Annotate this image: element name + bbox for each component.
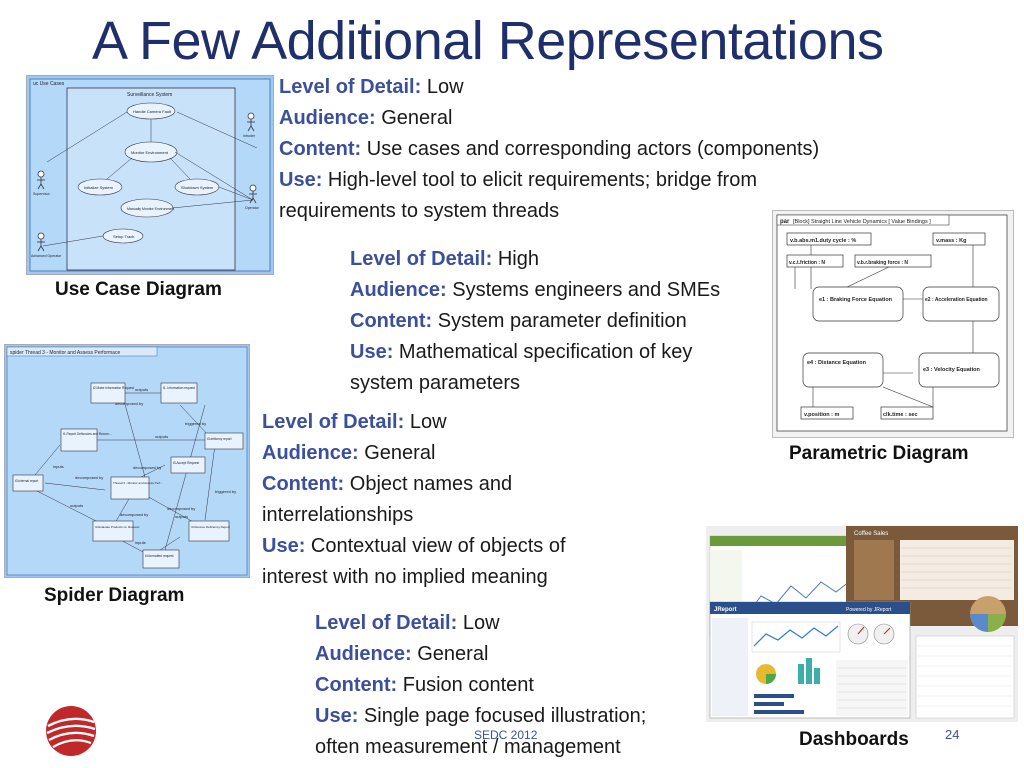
svg-text:v.position : m: v.position : m [804, 412, 839, 418]
par-port: v.position : m [800, 406, 854, 420]
spider-diagram: spider Thread 3 - Monitor and Assess Per… [4, 344, 250, 578]
spider-edge-label: decomposed by [75, 475, 103, 480]
spider-node: t2.Make Information Request [90, 382, 134, 404]
dashboards-image: Coffee Sales JReport Powered by JReport [706, 526, 1018, 722]
spider-node: t3.Evaluate Products vs. Request [92, 520, 140, 542]
svg-text:t3.Receive Deficiency Report: t3.Receive Deficiency Report [191, 525, 230, 529]
spider-node: t4.formatted request [142, 549, 180, 569]
spider-description: Level of Detail: Low Audience: General C… [262, 411, 566, 588]
svg-text:Shutdown System: Shutdown System [181, 185, 214, 190]
svg-text:t3.deficncy report: t3.deficncy report [207, 437, 232, 441]
dashboards-caption: Dashboards [799, 729, 909, 750]
svg-text:Manually Monitor Environment: Manually Monitor Environment [127, 207, 174, 211]
spider-edge-label: inputs [53, 464, 64, 469]
parametric-diagram: par [Block] Straight Line Vehicle Dynami… [772, 210, 1014, 438]
svg-text:Advanced Operator: Advanced Operator [31, 254, 62, 258]
spider-edge-label: triggered by [215, 489, 236, 494]
spider-header: spider Thread 3 - Monitor and Assess Per… [10, 350, 120, 356]
par-constraint: e1 : Braking Force Equation [812, 286, 904, 322]
use-case-caption: Use Case Diagram [55, 279, 222, 300]
par-port: clk.time : sec [880, 406, 934, 420]
svg-text:Setup Track: Setup Track [113, 234, 134, 239]
spider-node: Thread 3 - Monitor and Assess Perf... [110, 476, 163, 500]
par-header-kw: par [780, 219, 790, 225]
uc-actor [37, 232, 45, 252]
uc-actor [247, 112, 255, 132]
svg-text:v.mass : Kg: v.mass : Kg [936, 238, 966, 244]
par-port: v.b.abs.m1.duty cycle : % [786, 232, 872, 246]
parametric-description: Level of Detail: High Audience: Systems … [350, 248, 721, 394]
spider-edge-label: decomposed by [167, 506, 195, 511]
svg-text:Initialize System: Initialize System [84, 185, 114, 190]
footer-label: SEDC 2012 [474, 728, 538, 742]
spider-node: t1. Information request [160, 382, 198, 404]
svg-text:t4.formatted request: t4.formatted request [145, 554, 174, 558]
svg-text:Handle Camera Fault: Handle Camera Fault [133, 109, 172, 114]
company-logo [44, 704, 98, 758]
use-case-description: Level of Detail: Low Audience: General C… [279, 76, 820, 222]
spider-edge-label: triggered by [185, 421, 206, 426]
spider-edge-label: outputs [175, 514, 188, 519]
svg-text:Operator: Operator [245, 206, 260, 210]
parametric-caption: Parametric Diagram [789, 443, 969, 464]
svg-text:clk.time : sec: clk.time : sec [883, 412, 918, 418]
uc-boundary-label: Surveillance System [127, 92, 172, 98]
dashboard-brand2: JReport [714, 607, 737, 613]
par-constraint: e3 : Velocity Equation [918, 352, 1000, 388]
svg-text:Monitor Environment: Monitor Environment [131, 150, 169, 155]
svg-text:t3.internal report: t3.internal report [15, 479, 38, 483]
svg-text:Intruder: Intruder [243, 134, 256, 138]
spider-edge-label: outputs [135, 387, 148, 392]
svg-text:t2.Make Information Request: t2.Make Information Request [93, 386, 134, 390]
par-header: [Block] Straight Line Vehicle Dynamics [… [793, 219, 931, 225]
uc-actor [249, 184, 257, 204]
dashboards-description: Level of Detail: Low Audience: General C… [315, 612, 647, 758]
svg-text:t1.Report Deficncies and Recom: t1.Report Deficncies and Recom... [63, 432, 112, 436]
slide-title: A Few Additional Representations [92, 11, 884, 71]
spider-node: t3.internal report [12, 474, 44, 492]
use-case-diagram: uc Use Cases Surveillance System Handle … [26, 75, 274, 275]
uc-actor [37, 170, 45, 190]
dashboard-brand1: Coffee Sales [854, 531, 888, 537]
svg-text:e1 : Braking Force Equation: e1 : Braking Force Equation [819, 297, 893, 303]
par-port: v.mass : Kg [932, 232, 986, 246]
spider-node: t1.Report Deficncies and Recom... [60, 428, 112, 452]
svg-text:v.b.r.braking force : N: v.b.r.braking force : N [857, 260, 908, 266]
spider-edge-label: inputs [135, 540, 146, 545]
spider-edge-label: outputs [70, 503, 83, 508]
par-port: v.c.t.friction : N [786, 254, 844, 268]
spider-node: t3.Accept Request [170, 456, 206, 474]
uc-use-case [77, 178, 123, 196]
spider-edge-label: decomposed by [133, 465, 161, 470]
svg-text:e3 : Velocity Equation: e3 : Velocity Equation [923, 367, 980, 373]
svg-text:v.c.t.friction : N: v.c.t.friction : N [789, 260, 825, 266]
spider-edge-label: decomposed by [115, 401, 143, 406]
par-constraint: e4 : Distance Equation [802, 352, 884, 388]
svg-text:e2 : Acceleration Equation: e2 : Acceleration Equation [925, 297, 988, 303]
spider-edge-label: decomposed by [120, 512, 148, 517]
par-port: v.b.r.braking force : N [854, 254, 932, 268]
spider-caption: Spider Diagram [44, 585, 185, 606]
svg-text:t1. Information request: t1. Information request [163, 386, 195, 390]
page-number: 24 [945, 727, 960, 742]
spider-edge-label: outputs [155, 434, 168, 439]
svg-text:e4 : Distance Equation: e4 : Distance Equation [807, 360, 867, 366]
spider-node: t3.Receive Deficiency Report [188, 520, 230, 542]
dashboard-powered: Powered by JReport [846, 607, 892, 613]
svg-text:t3.Evaluate Products vs. Reque: t3.Evaluate Products vs. Request [95, 525, 140, 529]
uc-frame-label: uc Use Cases [33, 81, 65, 87]
par-constraint: e2 : Acceleration Equation [922, 286, 1000, 322]
svg-text:Thread 3 - Monitor and Assess: Thread 3 - Monitor and Assess Perf... [113, 481, 163, 485]
svg-text:v.b.abs.m1.duty cycle : %: v.b.abs.m1.duty cycle : % [790, 238, 856, 244]
svg-text:Supervisor: Supervisor [33, 192, 51, 196]
svg-text:t3.Accept Request: t3.Accept Request [173, 461, 199, 465]
spider-node: t3.deficncy report [204, 432, 244, 450]
